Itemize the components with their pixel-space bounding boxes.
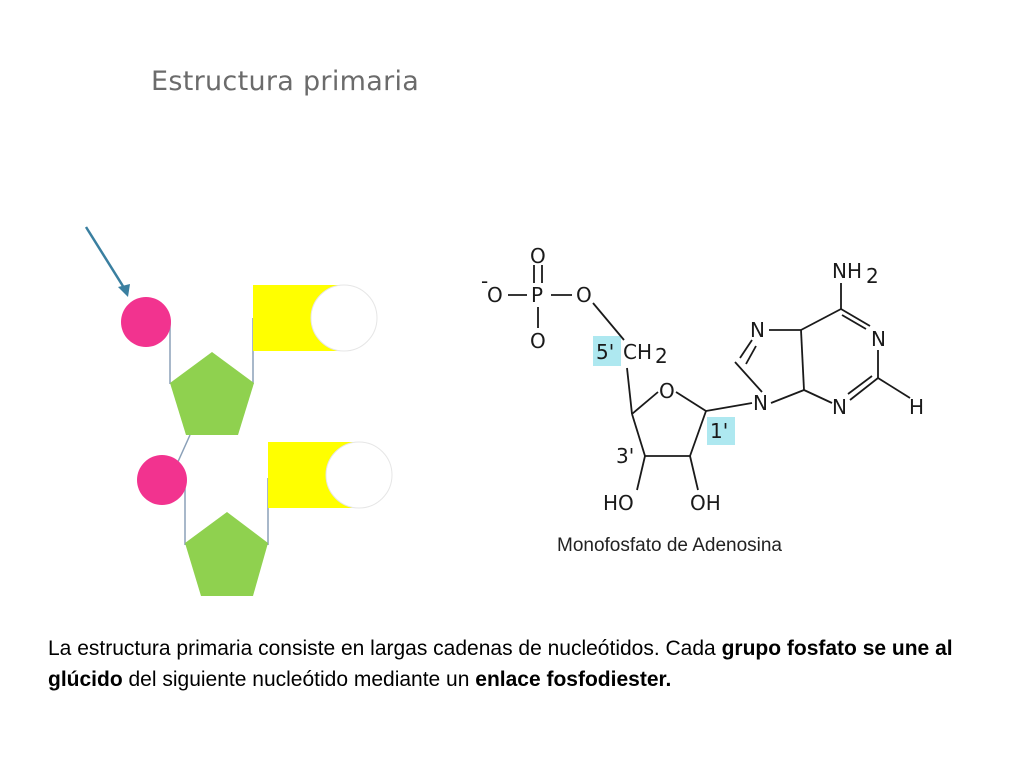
atom-o-bridge: O: [576, 283, 592, 307]
amp-structure-diagram: O - O P O O 5' CH 2 O 1' 3' HO OH NH 2 N…: [481, 244, 924, 556]
nucleotide-2: [137, 441, 393, 596]
atom-ho: HO: [603, 491, 634, 515]
atom-n9: N: [753, 391, 768, 415]
label-5prime: 5': [596, 340, 614, 364]
atom-nh2-sub: 2: [866, 264, 879, 288]
atom-ring-o: O: [659, 379, 675, 403]
atom-o-top: O: [530, 244, 546, 268]
atom-n1: N: [871, 327, 886, 351]
nucleotide-1: [121, 284, 378, 435]
highlight-1prime: [707, 417, 735, 445]
molecule-caption: Monofosfato de Adenosina: [557, 535, 782, 556]
sugar-pentagon: [170, 352, 254, 435]
atom-ch2: CH: [623, 340, 652, 364]
label-3prime: 3': [616, 444, 634, 468]
atom-p: P: [531, 283, 543, 307]
nucleotide-chain-diagram: [84, 226, 393, 596]
atom-n3: N: [832, 395, 847, 419]
atom-nh2: NH: [832, 259, 862, 283]
description-text: La estructura primaria consiste en larga…: [48, 637, 722, 660]
atom-o-minus: O: [487, 283, 503, 307]
atom-h: H: [909, 395, 924, 419]
label-1prime: 1': [710, 419, 728, 443]
base-circle: [325, 441, 393, 509]
atom-labels: O - O P O O 5' CH 2 O 1' 3' HO OH NH 2 N…: [481, 244, 924, 515]
pointer-arrow: [84, 226, 130, 297]
sugar-pentagon: [185, 512, 268, 596]
atom-n7: N: [750, 318, 765, 342]
atom-ch2-sub: 2: [655, 344, 668, 368]
highlight-5prime: [593, 336, 621, 366]
phosphate-circle: [137, 455, 187, 505]
base-circle: [310, 284, 378, 352]
minus-sign: -: [481, 269, 488, 293]
description-paragraph: La estructura primaria consiste en larga…: [48, 633, 978, 695]
phosphate-circle: [121, 297, 171, 347]
description-bold-bond: enlace fosfodiester.: [475, 668, 672, 691]
description-text: del siguiente nucleótido mediante un: [122, 668, 476, 691]
description-bold-phosphate: grupo fosfato se une al glúcido: [48, 637, 953, 691]
atom-o-bottom: O: [530, 329, 546, 353]
bonds: [508, 265, 911, 491]
atom-oh: OH: [690, 491, 721, 515]
slide-title: Estructura primaria: [151, 66, 420, 97]
